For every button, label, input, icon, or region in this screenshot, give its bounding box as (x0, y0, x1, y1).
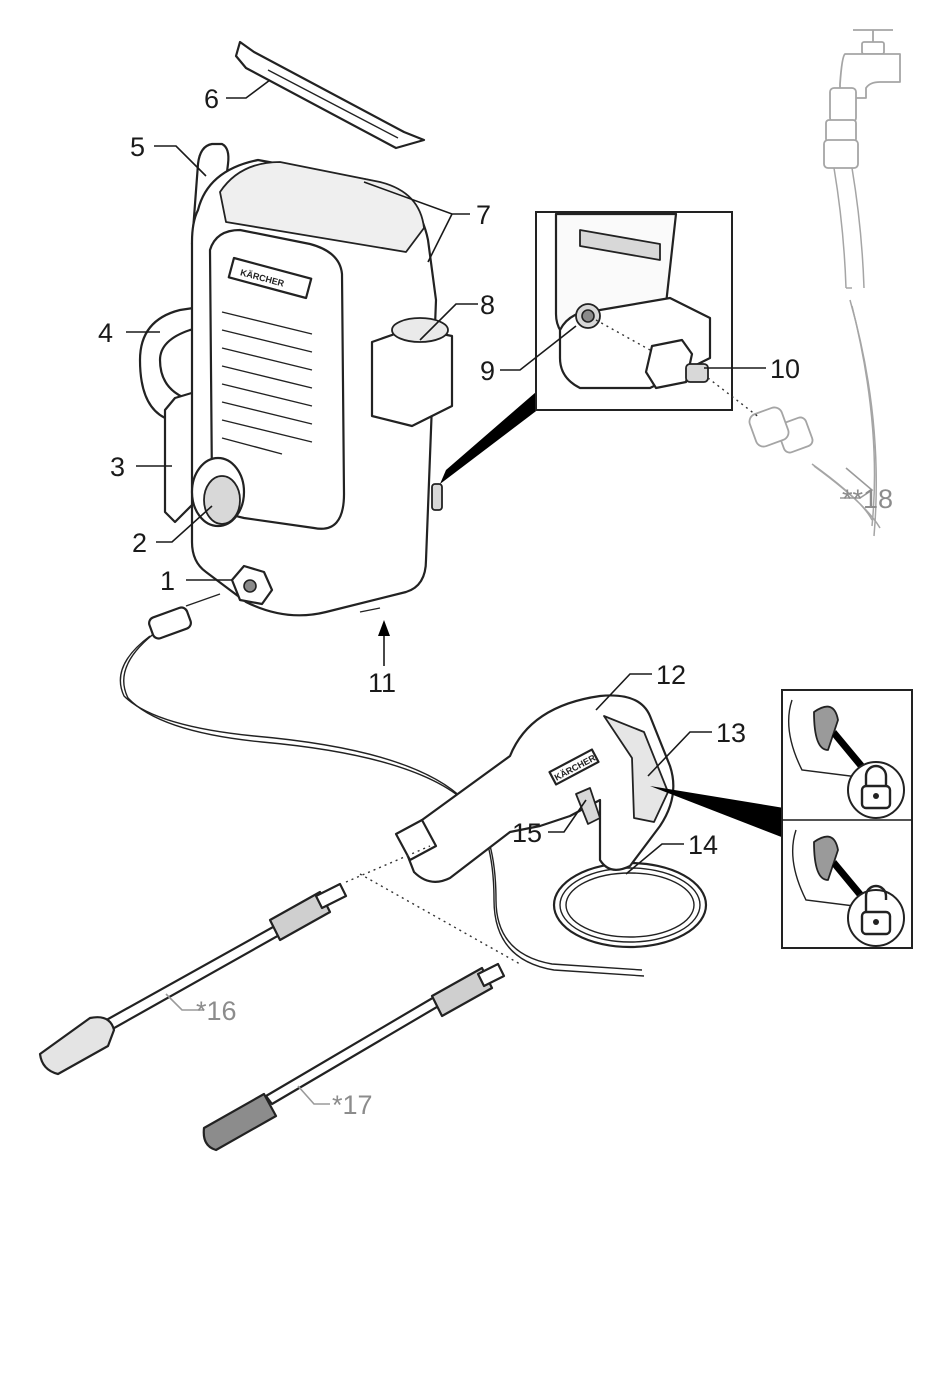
callout-1: 1 (160, 566, 175, 596)
callout-8: 8 (480, 290, 495, 320)
callout-5: 5 (130, 132, 145, 162)
callout-10: 10 (770, 354, 800, 384)
inset-water-connection (440, 212, 760, 484)
callout-6: 6 (204, 84, 219, 114)
callout-15: 15 (512, 818, 542, 848)
callout-11: 11 (368, 668, 396, 698)
inset-trigger-lock (650, 690, 912, 948)
callout-14: 14 (688, 830, 718, 860)
callout-16: *16 (196, 996, 237, 1026)
water-tap-and-supply-hose (747, 30, 900, 536)
callout-13: 13 (716, 718, 746, 748)
pressure-washer-body: KÄRCHER (140, 160, 452, 615)
cable-hook-part-6 (236, 42, 424, 148)
callout-18: **18 (842, 484, 893, 514)
inset-pointer (440, 392, 548, 484)
spray-lances (40, 846, 520, 1150)
trigger-gun: KÄRCHER (396, 695, 673, 881)
callout-17: *17 (332, 1090, 373, 1120)
callout-7: 7 (476, 200, 491, 230)
callout-3: 3 (110, 452, 125, 482)
callout-4: 4 (98, 318, 113, 348)
callout-12: 12 (656, 660, 686, 690)
callout-2: 2 (132, 528, 147, 558)
callout-9: 9 (480, 356, 495, 386)
lock-closed-icon (848, 762, 904, 818)
